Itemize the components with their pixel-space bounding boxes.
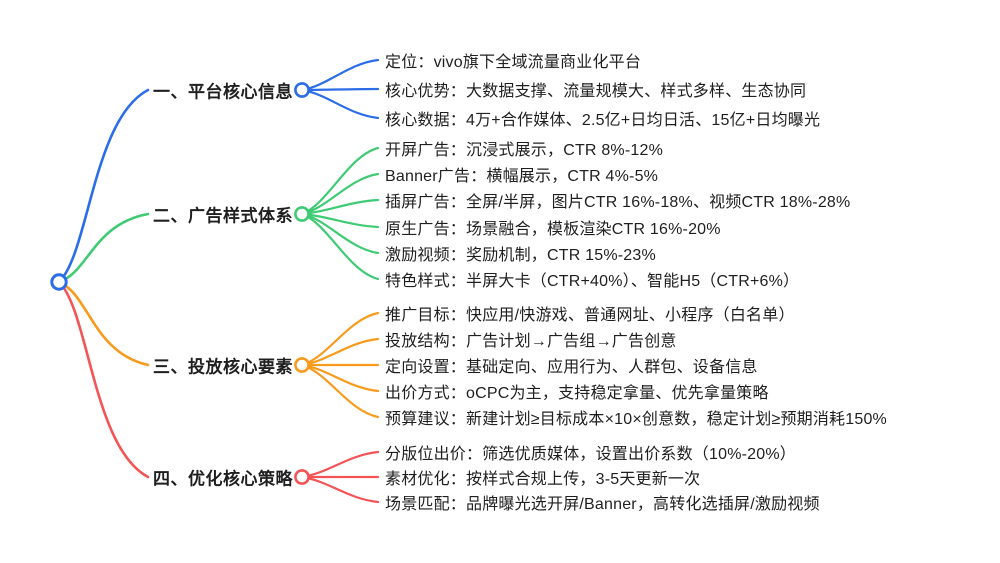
leaf-node-native-ads[interactable]: 原生广告：场景融合，模板渲染CTR 16%-20% bbox=[385, 221, 721, 238]
leaf-node-interstitial-ads[interactable]: 插屏广告：全屏/半屏，图片CTR 16%-18%、视频CTR 18%-28% bbox=[385, 194, 851, 211]
edge-branch-4-leaf-1 bbox=[300, 450, 380, 479]
branch-node-optimization[interactable]: 四、优化核心策略 bbox=[153, 469, 293, 489]
leaf-node-core-data[interactable]: 核心数据：4万+合作媒体、2.5亿+日均日活、15亿+日均曝光 bbox=[385, 112, 821, 129]
leaf-node-special-formats[interactable]: 特色样式：半屏大卡（CTR+40%）、智能H5（CTR+6%） bbox=[385, 273, 800, 290]
edge-branch-2-leaf-5 bbox=[300, 212, 380, 255]
edge-branch-1-leaf-1 bbox=[300, 58, 380, 92]
branch-4-node[interactable] bbox=[294, 469, 310, 485]
leaf-node-campaign-structure[interactable]: 投放结构：广告计划→广告组→广告创意 bbox=[385, 333, 677, 350]
leaf-node-scene-matching[interactable]: 场景匹配：品牌曝光选开屏/Banner，高转化选插屏/激励视频 bbox=[385, 496, 820, 513]
leaf-node-promo-targets[interactable]: 推广目标：快应用/快游戏、普通网址、小程序（白名单） bbox=[385, 307, 795, 324]
branch-2-node[interactable] bbox=[294, 206, 310, 222]
leaf-node-core-strengths[interactable]: 核心优势：大数据支撑、流量规模大、样式多样、生态协同 bbox=[385, 83, 807, 100]
leaf-node-placement-bidding[interactable]: 分版位出价：筛选优质媒体，设置出价系数（10%-20%） bbox=[385, 446, 796, 463]
branch-1-node[interactable] bbox=[294, 82, 310, 98]
branch-3-node[interactable] bbox=[294, 357, 310, 373]
leaf-node-bidding-method[interactable]: 出价方式：oCPC为主，支持稳定拿量、优先拿量策略 bbox=[385, 385, 769, 402]
leaf-node-splash-ads[interactable]: 开屏广告：沉浸式展示，CTR 8%-12% bbox=[385, 142, 664, 159]
leaf-node-banner-ads[interactable]: Banner广告：横幅展示，CTR 4%-5% bbox=[385, 168, 659, 185]
branch-node-platform-info[interactable]: 一、平台核心信息 bbox=[153, 82, 293, 102]
leaf-node-rewarded-video[interactable]: 激励视频：奖励机制，CTR 15%-23% bbox=[385, 247, 656, 264]
branch-node-ad-formats[interactable]: 二、广告样式体系 bbox=[153, 206, 293, 226]
edge-branch-2-leaf-6 bbox=[300, 212, 380, 281]
root-node[interactable] bbox=[50, 273, 68, 291]
edge-root-branch-2 bbox=[57, 212, 150, 284]
edge-root-branch-4 bbox=[57, 280, 150, 479]
edge-branch-3-leaf-2 bbox=[300, 337, 380, 367]
edge-branch-3-leaf-4 bbox=[300, 363, 380, 393]
edge-branch-2-leaf-2 bbox=[300, 172, 380, 216]
edge-branch-1-leaf-3 bbox=[300, 88, 380, 120]
edge-branch-2-leaf-1 bbox=[300, 146, 380, 216]
edge-branch-4-leaf-3 bbox=[300, 475, 380, 504]
leaf-node-positioning[interactable]: 定位：vivo旗下全域流量商业化平台 bbox=[385, 54, 642, 71]
branch-node-delivery-factors[interactable]: 三、投放核心要素 bbox=[153, 357, 293, 377]
edge-branch-1-leaf-2 bbox=[300, 87, 380, 92]
leaf-node-budget-advice[interactable]: 预算建议：新建计划≥目标成本×10×创意数，稳定计划≥预期消耗150% bbox=[385, 411, 887, 428]
leaf-node-creative-optimization[interactable]: 素材优化：按样式合规上传，3-5天更新一次 bbox=[385, 471, 701, 488]
edge-root-branch-1 bbox=[57, 88, 150, 284]
edge-branch-3-leaf-5 bbox=[300, 363, 380, 419]
edge-branch-3-leaf-1 bbox=[300, 311, 380, 367]
leaf-node-targeting-setup[interactable]: 定向设置：基础定向、应用行为、人群包、设备信息 bbox=[385, 359, 758, 376]
edge-root-branch-3 bbox=[57, 280, 150, 367]
